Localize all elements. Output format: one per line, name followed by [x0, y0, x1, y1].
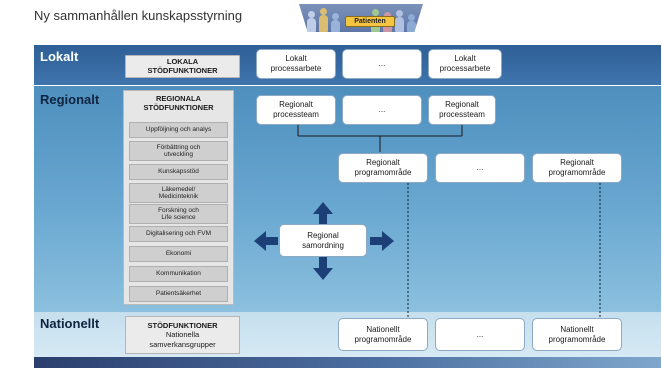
lokalt-ellipsis-box: ... [342, 49, 422, 79]
lokala-stod-line1: LOKALA [166, 56, 199, 66]
nationellt-programomrade-box: Nationellt programområde [338, 318, 428, 351]
regional-function-item: Ekonomi [129, 246, 228, 262]
reg-stod-line1: REGIONALA [156, 94, 201, 103]
nat-stod-line3: samverkansgrupper [149, 339, 216, 349]
regionalt-processteam-box: Regionalt processteam [428, 95, 496, 125]
arrow-up-icon [313, 202, 333, 227]
function-line1: Kunskapsstöd [158, 168, 199, 176]
box-line2: processarbete [270, 64, 322, 73]
regional-function-item: Läkemedel/Medicinteknik [129, 183, 228, 203]
bottom-strip [34, 357, 661, 368]
function-line2: Medicinteknik [158, 193, 199, 200]
box-line1: Regionalt [366, 158, 400, 168]
lokala-stod-line2: STÖDFUNKTIONER [147, 65, 218, 75]
function-line1: Forskning och [158, 206, 199, 214]
regional-function-item: Kommunikation [129, 266, 228, 282]
function-line2: Life science [161, 214, 196, 221]
regionala-stodfunktioner-heading: REGIONALA STÖDFUNKTIONER [123, 94, 234, 112]
nationellt-ellipsis-box: ... [435, 318, 525, 351]
box-line2: programområde [354, 334, 412, 344]
regionalt-programomrade-box: Regionalt programområde [338, 153, 428, 183]
box-line2: processteam [273, 110, 319, 119]
lokalt-processarbete-box: Lokalt processarbete [256, 49, 336, 79]
function-line1: Läkemedel/ [161, 185, 196, 193]
box-line1: ... [378, 59, 386, 69]
function-line1: Ekonomi [165, 250, 192, 258]
box-line1: Lokalt [454, 54, 476, 64]
band-label-nationellt: Nationellt [40, 316, 100, 331]
person-figure [307, 11, 316, 32]
box-line2: programområde [548, 334, 606, 344]
regionalt-processteam-box: Regionalt processteam [256, 95, 336, 125]
arrow-left-icon [254, 231, 278, 251]
box-line1: ... [476, 329, 484, 339]
arrow-down-icon [313, 255, 333, 280]
box-line2: processteam [439, 110, 485, 119]
nationellt-programomrade-box: Nationellt programområde [532, 318, 622, 351]
band-label-regionalt: Regionalt [40, 92, 100, 107]
regional-function-item: Digitalisering och FVM [129, 226, 228, 242]
box-line1: ... [476, 163, 484, 173]
function-line1: Förbättring och [156, 143, 201, 151]
function-line1: Uppföljning och analys [145, 126, 212, 134]
regional-function-item: Uppföljning och analys [129, 122, 228, 138]
page-title: Ny sammanhållen kunskapsstyrning [34, 8, 243, 23]
nat-stod-line1: STÖDFUNKTIONER [147, 320, 218, 330]
regional-samordning-box: Regional samordning [279, 224, 367, 257]
nat-stod-line2: Nationella [165, 330, 200, 340]
regional-function-item: Patientsäkerhet [129, 286, 228, 302]
box-line2: programområde [354, 168, 412, 177]
regional-function-item: Kunskapsstöd [129, 164, 228, 180]
box-line2: processarbete [439, 64, 491, 73]
regionalt-ellipsis-box: ... [342, 95, 422, 125]
box-line2: samordning [302, 240, 344, 250]
function-line1: Kommunikation [156, 270, 201, 278]
box-line1: Regionalt [445, 100, 479, 110]
arrow-right-icon [370, 231, 394, 251]
function-line2: utveckling [164, 151, 193, 158]
regionalt-ellipsis-box: ... [435, 153, 525, 183]
box-line1: Nationellt [560, 324, 594, 334]
box-line1: Regionalt [279, 100, 313, 110]
person-figure [407, 14, 416, 32]
box-line1: Nationellt [366, 324, 400, 334]
reg-stod-line2: STÖDFUNKTIONER [143, 103, 214, 112]
box-line1: Lokalt [285, 54, 307, 64]
function-line1: Patientsäkerhet [155, 290, 202, 298]
regionalt-programomrade-box: Regionalt programområde [532, 153, 622, 183]
lokalt-processarbete-box: Lokalt processarbete [428, 49, 502, 79]
band-label-lokalt: Lokalt [40, 49, 79, 64]
box-line2: programområde [548, 168, 606, 177]
person-figure [395, 10, 404, 32]
box-line1: Regional [307, 230, 339, 240]
box-line1: ... [378, 105, 386, 115]
nationella-stodfunktioner: STÖDFUNKTIONER Nationella samverkansgrup… [125, 316, 240, 354]
lokala-stodfunktioner: LOKALA STÖDFUNKTIONER [125, 55, 240, 78]
box-line1: Regionalt [560, 158, 594, 168]
person-figure [319, 8, 328, 32]
person-figure [331, 13, 340, 32]
patient-label: Patienten [345, 16, 395, 27]
function-line1: Digitalisering och FVM [145, 230, 212, 238]
